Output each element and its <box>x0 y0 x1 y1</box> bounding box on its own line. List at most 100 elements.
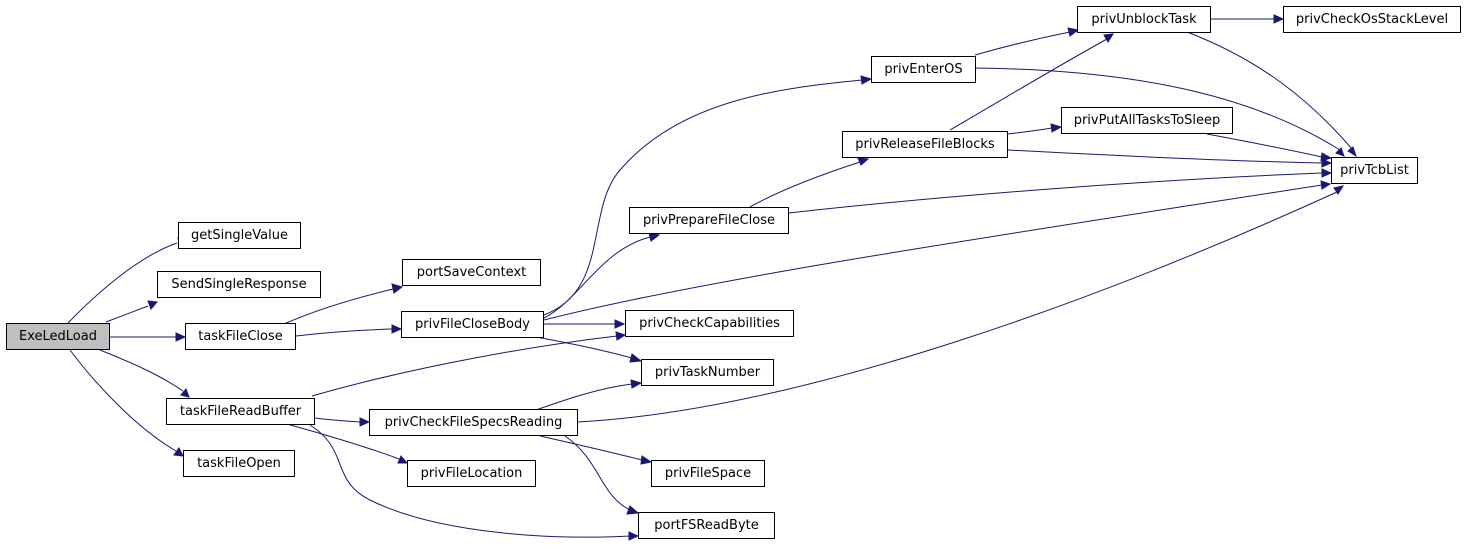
node-taskfileopen[interactable]: taskFileOpen <box>183 450 295 477</box>
arrowhead <box>359 417 371 427</box>
node-label: privUnblockTask <box>1091 12 1197 27</box>
node-privreleasefileblocks[interactable]: privReleaseFileBlocks <box>842 131 1008 158</box>
node-privpreparefileclose[interactable]: privPrepareFileClose <box>629 207 789 234</box>
edge-privfileclosebody-privtasknumber <box>535 336 633 359</box>
arrowhead <box>640 455 653 465</box>
node-privtasknumber[interactable]: privTaskNumber <box>641 359 774 386</box>
edge-privreleasefileblocks-privputalltaskstosleep <box>1007 127 1053 135</box>
edge-privpreparefileclose-privtcblist <box>788 172 1323 214</box>
node-label: privPrepareFileClose <box>642 213 775 228</box>
arrowhead <box>1273 14 1285 24</box>
node-label: SendSingleResponse <box>171 277 307 292</box>
edge-privcheckfilespecsreading-privtcblist <box>577 191 1338 423</box>
arrowhead <box>857 157 870 166</box>
arrowhead <box>1321 158 1333 168</box>
edge-privcheckfilespecsreading-privtasknumber <box>535 383 633 411</box>
edge-exeledload-getsinglevalue <box>67 242 178 324</box>
edge-privfileclosebody-privpreparefileclose <box>543 236 651 319</box>
arrowhead <box>147 300 158 310</box>
node-label: privReleaseFileBlocks <box>855 137 995 152</box>
arrowhead <box>397 455 409 464</box>
arrowhead <box>626 505 640 515</box>
node-label: privPutAllTasksToSleep <box>1073 113 1221 128</box>
arrowhead <box>628 531 640 541</box>
arrowhead <box>1320 152 1333 162</box>
node-portsavecontext[interactable]: portSaveContext <box>402 259 541 286</box>
arrowhead <box>1321 168 1333 178</box>
edge-exeledload-sendsingleresponse <box>105 305 149 323</box>
arrowhead <box>1333 185 1345 195</box>
arrowhead <box>1320 180 1332 190</box>
arrowhead <box>1067 27 1080 37</box>
node-label: privCheckOsStackLevel <box>1295 12 1449 27</box>
node-getsinglevalue[interactable]: getSingleValue <box>178 222 301 249</box>
edge-taskfileclose-portsavecontext <box>283 288 394 325</box>
node-label: taskFileClose <box>198 329 283 344</box>
node-taskfileclose[interactable]: taskFileClose <box>185 323 296 350</box>
node-label: taskFileReadBuffer <box>179 404 302 419</box>
arrowhead <box>391 324 403 334</box>
arrowhead <box>648 232 661 242</box>
node-label: privEnterOS <box>884 62 963 77</box>
arrowhead <box>1103 33 1114 43</box>
node-priventeros[interactable]: privEnterOS <box>871 56 976 83</box>
arrowhead <box>614 319 626 329</box>
arrowhead <box>860 75 873 85</box>
node-label: privFileCloseBody <box>415 317 530 332</box>
node-privfileclosebody[interactable]: privFileCloseBody <box>401 311 544 338</box>
node-privfilespace[interactable]: privFileSpace <box>651 460 765 487</box>
node-label: privFileSpace <box>664 466 752 481</box>
node-label: privFileLocation <box>420 466 523 481</box>
edge-exeledload-taskfilereadbuffer <box>99 349 184 392</box>
node-label: taskFileOpen <box>197 456 281 471</box>
node-taskfilereadbuffer[interactable]: taskFileReadBuffer <box>166 398 315 425</box>
edge-privcheckfilespecsreading-privfilespace <box>539 435 643 461</box>
node-label: ExeLedLoad <box>19 329 97 344</box>
node-portfsreadbyte[interactable]: portFSReadByte <box>638 512 775 539</box>
edge-taskfilereadbuffer-privcheckfilespecsreading <box>314 417 361 423</box>
edge-privreleasefileblocks-privtcblist <box>1007 149 1323 164</box>
edge-privunblocktask-privtcblist <box>1186 31 1353 150</box>
node-privtcblist[interactable]: privTcbList <box>1331 157 1418 184</box>
edge-taskfilereadbuffer-privfilelocation <box>286 423 400 460</box>
edge-exeledload-taskfileopen <box>69 349 177 452</box>
node-privcheckfilespecsreading[interactable]: privCheckFileSpecsReading <box>369 409 578 436</box>
node-privfilelocation[interactable]: privFileLocation <box>407 460 536 487</box>
edge-privfileclosebody-privtcblist <box>543 184 1323 321</box>
edge-taskfilereadbuffer-portfsreadbyte <box>309 424 631 538</box>
node-label: privTaskNumber <box>654 365 761 380</box>
arrowhead <box>1335 147 1345 157</box>
edge-privfileclosebody-priventeros <box>543 79 863 316</box>
edge-privputalltaskstosleep-privtcblist <box>1206 133 1323 158</box>
arrowhead <box>391 283 404 294</box>
edge-taskfilereadbuffer-privcheckcapabilities <box>311 335 618 397</box>
arrowhead <box>180 388 190 398</box>
node-privputalltaskstosleep[interactable]: privPutAllTasksToSleep <box>1061 107 1233 134</box>
arrowhead <box>629 353 643 363</box>
node-label: privTcbList <box>1340 163 1409 178</box>
node-sendsingleresponse[interactable]: SendSingleResponse <box>157 271 321 298</box>
arrowhead <box>173 447 184 457</box>
arrowhead <box>615 331 627 341</box>
edge-taskfileclose-privfileclosebody <box>295 328 393 337</box>
edge-privcheckfilespecsreading-portfsreadbyte <box>564 435 631 511</box>
node-label: portSaveContext <box>416 265 527 280</box>
arrowhead <box>630 379 643 389</box>
arrowhead <box>175 332 187 342</box>
node-privunblocktask[interactable]: privUnblockTask <box>1077 6 1211 33</box>
node-privcheckosstacklevel[interactable]: privCheckOsStackLevel <box>1283 6 1461 33</box>
edge-priventeros-privunblocktask <box>974 31 1071 56</box>
node-label: privCheckCapabilities <box>639 316 780 331</box>
edge-priventeros-privtcblist <box>974 67 1341 151</box>
arrowhead <box>1347 146 1357 158</box>
node-exeledload[interactable]: ExeLedLoad <box>6 323 110 350</box>
edge-privpreparefileclose-privreleasefileblocks <box>747 161 861 209</box>
node-label: portFSReadByte <box>654 518 759 533</box>
node-privcheckcapabilities[interactable]: privCheckCapabilities <box>625 310 794 337</box>
node-label: getSingleValue <box>190 228 288 243</box>
node-label: privCheckFileSpecsReading <box>384 415 563 430</box>
arrowhead <box>1050 123 1063 133</box>
edge-privreleasefileblocks-privunblocktask <box>949 38 1108 131</box>
